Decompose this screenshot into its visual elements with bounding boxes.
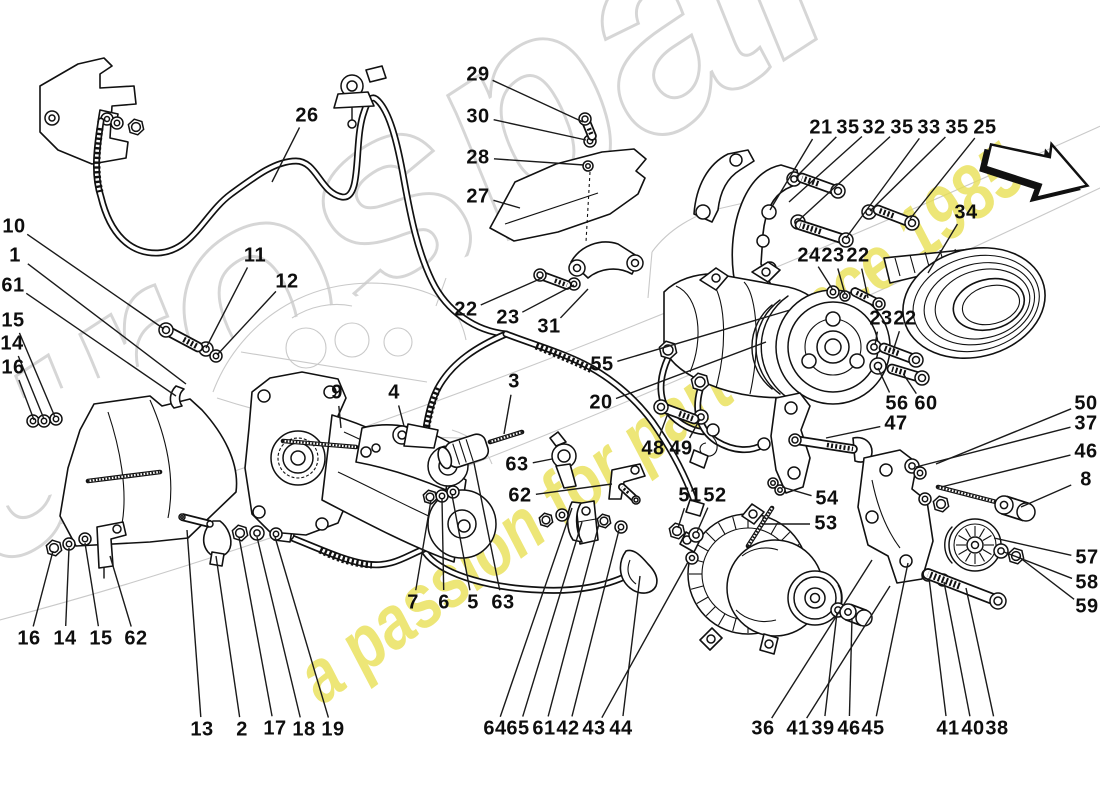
callout-label-14: 14 [53,627,77,650]
p-clamp-63 [549,431,577,489]
callout-label-35: 35 [836,116,860,139]
callout-label-40: 40 [961,717,985,740]
callout-label-10: 10 [2,215,26,238]
callout-label-28: 28 [466,146,490,169]
callout-label-16: 16 [1,356,25,379]
callout-label-43: 43 [582,717,606,740]
callout-label-44: 44 [609,717,633,740]
callout-label-9: 9 [331,381,343,404]
callout-label-49: 49 [669,437,693,460]
callout-label-41: 41 [936,717,960,740]
callout-label-17: 17 [263,717,287,740]
bracket-62 [608,463,646,500]
cable-grommet-63 [437,433,490,470]
hardware-layer [26,112,1036,627]
compressor-bracket-21 [693,149,800,299]
callout-label-15: 15 [1,309,25,332]
callout-label-62: 62 [508,484,532,507]
callout-label-39: 39 [811,717,835,740]
callout-label-12: 12 [275,270,299,293]
callout-label-57: 57 [1075,546,1099,569]
callout-label-51: 51 [678,484,702,507]
callout-label-31: 31 [537,315,561,338]
callout-label-37: 37 [1074,412,1098,435]
callout-label-1: 1 [9,244,21,267]
callout-label-46: 46 [1074,440,1098,463]
callout-label-50: 50 [1074,392,1098,415]
callout-label-23: 23 [869,307,893,330]
l-bracket-62 [96,521,127,579]
callout-label-14: 14 [0,332,24,355]
ac-compressor [657,261,891,494]
ground-bracket [39,57,137,165]
callout-label-46: 46 [837,717,861,740]
callout-label-2: 2 [236,718,248,741]
cable-clamp [333,65,387,129]
callout-label-38: 38 [985,717,1009,740]
callout-label-56: 56 [885,392,909,415]
callout-label-48: 48 [641,437,665,460]
callout-label-32: 32 [862,116,886,139]
callout-label-62: 62 [124,627,148,650]
callout-label-22: 22 [454,298,478,321]
callout-label-42: 42 [556,717,580,740]
callout-label-13: 13 [190,718,214,741]
callout-label-41: 41 [786,717,810,740]
leader-lines [17,79,1075,719]
callout-label-22: 22 [893,307,917,330]
callout-label-18: 18 [292,718,316,741]
callout-label-61: 61 [1,274,25,297]
callout-label-59: 59 [1075,595,1099,618]
callout-label-25: 25 [973,116,997,139]
callout-label-22: 22 [846,244,870,267]
callout-label-3: 3 [508,370,520,393]
drive-belt-34 [883,246,1046,360]
callout-label-35: 35 [890,116,914,139]
callout-label-11: 11 [243,244,267,267]
callout-label-8: 8 [1080,468,1092,491]
callout-label-53: 53 [814,512,838,535]
callout-label-63: 63 [505,453,529,476]
callout-label-29: 29 [466,63,490,86]
callout-label-27: 27 [466,185,490,208]
alternator-bracket-36 [857,449,934,584]
callout-label-19: 19 [321,718,345,741]
callout-label-34: 34 [954,201,978,224]
callout-label-63: 63 [491,591,515,614]
callout-label-7: 7 [407,591,419,614]
callout-label-54: 54 [815,487,839,510]
callout-label-33: 33 [917,116,941,139]
callout-label-35: 35 [945,116,969,139]
callout-label-36: 36 [751,717,775,740]
upper-heat-shield-27 [489,148,647,279]
callout-label-64: 64 [483,717,507,740]
callout-label-16: 16 [17,627,41,650]
callout-label-61: 61 [532,717,556,740]
callout-label-23: 23 [821,244,845,267]
alternator-36 [679,503,843,655]
idler-pulley-57 [944,518,1002,572]
callout-label-55: 55 [590,353,614,376]
callout-label-65: 65 [506,717,530,740]
callout-label-45: 45 [861,717,885,740]
callout-label-24: 24 [797,244,821,267]
direction-arrow [979,141,1090,203]
callout-label-20: 20 [589,391,613,414]
callout-label-58: 58 [1075,571,1099,594]
callout-label-30: 30 [466,105,490,128]
callout-label-4: 4 [388,381,400,404]
starter-motor-9 [244,371,497,563]
callout-label-5: 5 [467,591,479,614]
callout-label-60: 60 [914,392,938,415]
starter-heat-shield-13 [59,395,238,547]
callout-label-15: 15 [89,627,113,650]
callout-label-21: 21 [809,116,833,139]
callout-label-52: 52 [703,484,727,507]
callout-label-47: 47 [884,412,908,435]
callout-label-23: 23 [496,306,520,329]
callout-label-6: 6 [438,591,450,614]
callout-label-26: 26 [295,104,319,127]
